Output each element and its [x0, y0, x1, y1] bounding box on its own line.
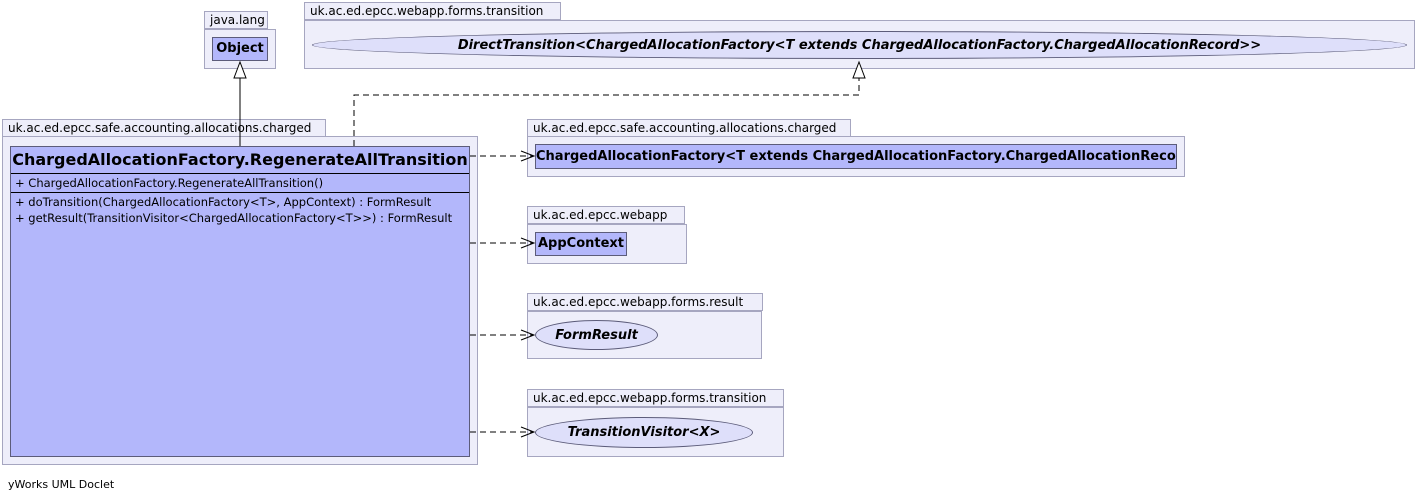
package-tab-webapp: uk.ac.ed.epcc.webapp [527, 206, 685, 224]
arrowhead-depends-app-context [520, 237, 536, 249]
interface-direct-transition[interactable]: DirectTransition<ChargedAllocationFactor… [312, 31, 1407, 59]
main-class-title: ChargedAllocationFactory.RegenerateAllTr… [12, 150, 468, 169]
constructor-item[interactable]: + ChargedAllocationFactory.RegenerateAll… [15, 176, 324, 190]
package-tab-forms-result: uk.ac.ed.epcc.webapp.forms.result [527, 293, 763, 311]
arrowhead-depends-charged-allocation-factory [520, 150, 536, 162]
method-section: + doTransition(ChargedAllocationFactory<… [11, 193, 469, 227]
package-tab-forms-transition-top: uk.ac.ed.epcc.webapp.forms.transition [304, 2, 561, 20]
interface-transition-visitor[interactable]: TransitionVisitor<X> [535, 417, 753, 448]
footer-label: yWorks UML Doclet [8, 478, 115, 491]
arrowhead-depends-form-result [520, 329, 536, 341]
method-item-do-transition[interactable]: + doTransition(ChargedAllocationFactory<… [15, 195, 432, 209]
edge-implements-direct-transition [353, 78, 860, 146]
interface-form-result[interactable]: FormResult [535, 320, 658, 350]
arrowhead-depends-transition-visitor [520, 426, 536, 438]
constructor-section: + ChargedAllocationFactory.RegenerateAll… [11, 174, 469, 192]
main-class-regenerate-all-transition[interactable]: ChargedAllocationFactory.RegenerateAllTr… [10, 146, 470, 457]
divider [11, 192, 469, 193]
class-charged-allocation-factory[interactable]: ChargedAllocationFactory<T extends Charg… [535, 144, 1177, 169]
arrowhead-extends-object [233, 60, 247, 79]
package-tab-forms-transition-bottom: uk.ac.ed.epcc.webapp.forms.transition [527, 389, 784, 407]
class-app-context[interactable]: AppContext [535, 232, 627, 256]
arrowhead-implements-direct-transition [852, 60, 866, 79]
package-tab-charged-right: uk.ac.ed.epcc.safe.accounting.allocation… [527, 119, 851, 137]
method-item-get-result[interactable]: + getResult(TransitionVisitor<ChargedAll… [15, 211, 453, 225]
class-object[interactable]: Object [212, 37, 268, 61]
divider [11, 173, 469, 174]
package-tab-java-lang: java.lang [204, 11, 268, 29]
